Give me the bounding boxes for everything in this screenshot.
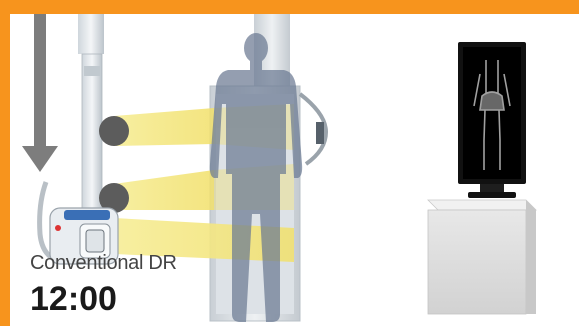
caption-title: Conventional DR: [30, 252, 177, 275]
monitor-pedestal: [428, 200, 536, 314]
illustration-stage: Conventional DR 12:00: [10, 14, 579, 326]
down-arrow-icon: [22, 14, 58, 172]
caption-time: 12:00: [30, 280, 117, 319]
ceiling-column: [78, 14, 104, 214]
monitor-icon: [458, 42, 526, 198]
source-point-upper: [99, 116, 129, 146]
